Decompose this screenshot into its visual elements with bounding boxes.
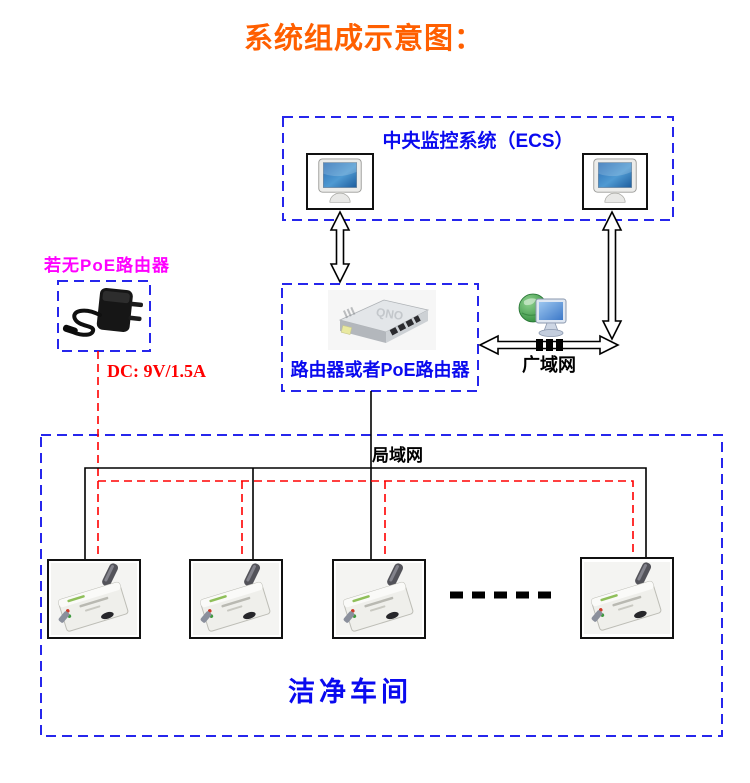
dc-power-label: DC: 9V/1.5A	[107, 361, 206, 381]
adapter-box	[57, 280, 151, 352]
wireless-device-icon	[50, 562, 138, 641]
computer-monitor-icon	[311, 158, 369, 211]
lan-power-bus	[98, 480, 634, 558]
arrow-ecs-router	[329, 210, 351, 284]
poe-note-label: 若无PoE路由器	[44, 256, 171, 275]
cleanroom-label: 洁净车间	[288, 677, 412, 707]
lan-box	[40, 434, 723, 737]
diagram-title: 系统组成示意图：	[244, 23, 485, 55]
wireless-device-icon	[192, 562, 280, 641]
router-brand-text: QNO	[375, 305, 404, 323]
ecs-box	[282, 116, 674, 221]
wireless-device-icon	[335, 562, 423, 641]
ecs-label: 中央监控系统（ECS）	[382, 131, 574, 152]
wan-label: 广域网	[522, 355, 576, 375]
router-box	[281, 283, 479, 392]
power-adapter-icon	[60, 283, 148, 354]
wireless-device-icon	[583, 561, 671, 640]
computer-monitor-icon	[586, 158, 644, 211]
wan-arrow-break-marks	[536, 339, 563, 351]
router-label: 路由器或者PoE路由器	[290, 360, 470, 380]
lan-label: 局域网	[372, 446, 423, 465]
globe-network-icon	[516, 291, 572, 348]
lan-ethernet-bus	[84, 467, 647, 560]
arrow-ecs-wan	[601, 210, 623, 341]
router-icon: QNO	[327, 289, 437, 356]
